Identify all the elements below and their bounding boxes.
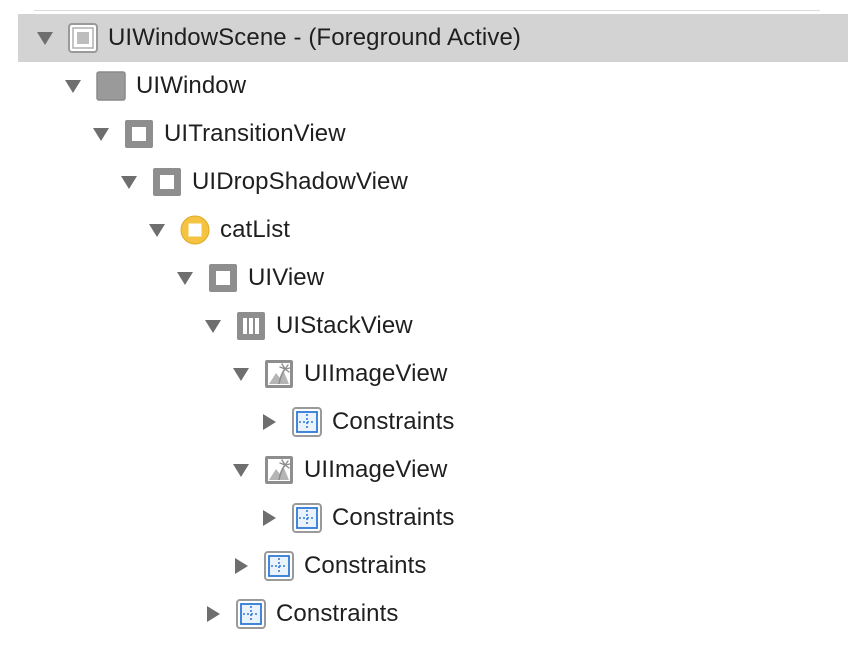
- stack-view-icon: [236, 311, 266, 341]
- view-icon: [124, 119, 154, 149]
- disclosure-collapsed-icon[interactable]: [202, 603, 224, 625]
- outline-row-label: UITransitionView: [164, 120, 346, 147]
- disclosure-expanded-icon[interactable]: [90, 123, 112, 145]
- constraints-icon: [236, 599, 266, 629]
- outline-row-stack-view[interactable]: UIStackView: [0, 302, 848, 350]
- outline-row-label: UIImageView: [304, 360, 448, 387]
- window-scene-icon: [68, 23, 98, 53]
- disclosure-collapsed-icon[interactable]: [258, 507, 280, 529]
- outline-row-label: Constraints: [332, 504, 455, 531]
- outline-row-label: Constraints: [304, 552, 427, 579]
- image-view-icon: [264, 359, 294, 389]
- outline-row-constraints[interactable]: Constraints: [0, 494, 848, 542]
- disclosure-collapsed-icon[interactable]: [230, 555, 252, 577]
- outline-row-transition-view[interactable]: UITransitionView: [0, 110, 848, 158]
- outline-row-label: UIStackView: [276, 312, 413, 339]
- disclosure-expanded-icon[interactable]: [230, 459, 252, 481]
- disclosure-expanded-icon[interactable]: [62, 75, 84, 97]
- outline-row-label: catList: [220, 216, 291, 243]
- outline-row-constraints[interactable]: Constraints: [0, 398, 848, 446]
- outline-row-view[interactable]: UIView: [0, 254, 848, 302]
- outline-row-label: UIView: [248, 264, 325, 291]
- outline-row-window[interactable]: UIWindow: [0, 62, 848, 110]
- top-divider: [34, 10, 820, 11]
- outline-row-label: Constraints: [332, 408, 455, 435]
- outline-row-label: UIImageView: [304, 456, 448, 483]
- outline-row-constraints[interactable]: Constraints: [0, 590, 848, 638]
- disclosure-expanded-icon[interactable]: [202, 315, 224, 337]
- outline-row-label: UIWindowScene - (Foreground Active): [108, 24, 521, 51]
- disclosure-expanded-icon[interactable]: [34, 27, 56, 49]
- outline-row-image-view[interactable]: UIImageView: [0, 446, 848, 494]
- disclosure-expanded-icon[interactable]: [146, 219, 168, 241]
- outline-row-constraints[interactable]: Constraints: [0, 542, 848, 590]
- outline-row-drop-shadow-view[interactable]: UIDropShadowView: [0, 158, 848, 206]
- view-icon: [152, 167, 182, 197]
- constraints-icon: [292, 407, 322, 437]
- window-icon: [96, 71, 126, 101]
- disclosure-expanded-icon[interactable]: [230, 363, 252, 385]
- view-icon: [208, 263, 238, 293]
- outline-row-image-view[interactable]: UIImageView: [0, 350, 848, 398]
- view-hierarchy-outline[interactable]: UIWindowScene - (Foreground Active) UIWi…: [0, 14, 848, 638]
- view-controller-icon: [180, 215, 210, 245]
- disclosure-expanded-icon[interactable]: [118, 171, 140, 193]
- outline-row-label: Constraints: [276, 600, 399, 627]
- disclosure-collapsed-icon[interactable]: [258, 411, 280, 433]
- outline-row-label: UIDropShadowView: [192, 168, 408, 195]
- constraints-icon: [264, 551, 294, 581]
- disclosure-expanded-icon[interactable]: [174, 267, 196, 289]
- outline-row-label: UIWindow: [136, 72, 247, 99]
- outline-row-window-scene[interactable]: UIWindowScene - (Foreground Active): [18, 14, 848, 62]
- outline-row-cat-list[interactable]: catList: [0, 206, 848, 254]
- image-view-icon: [264, 455, 294, 485]
- constraints-icon: [292, 503, 322, 533]
